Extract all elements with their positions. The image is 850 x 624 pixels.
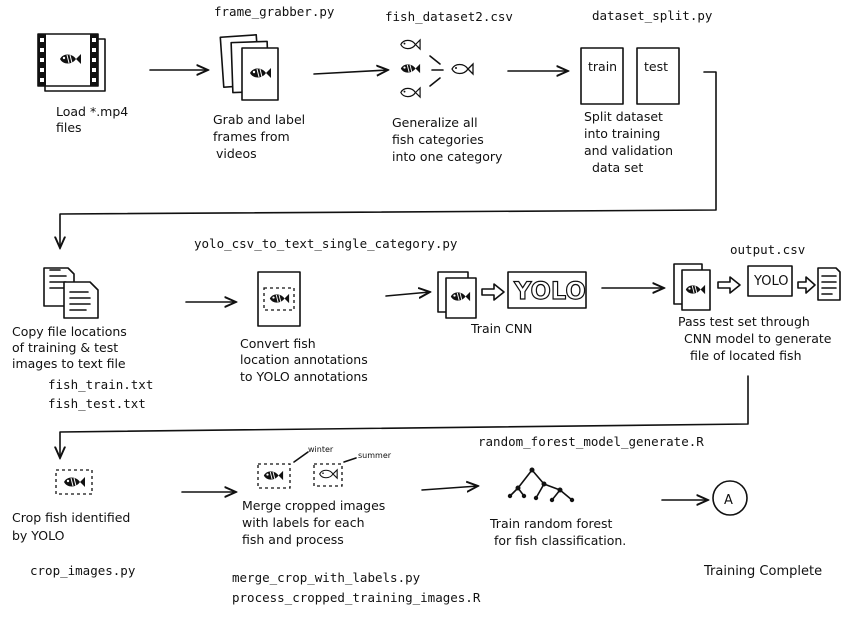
step3-line3: into one category — [392, 149, 503, 164]
svg-text:data set: data set — [592, 160, 643, 175]
step10-line2: with labels for each — [242, 515, 365, 530]
yolo-label-train: YOLO — [513, 277, 586, 305]
cropped-fish-icon — [55, 469, 93, 495]
yolo-label-test: YOLO — [753, 274, 788, 289]
yolo-csv-script: yolo_csv_to_text_single_category.py — [194, 236, 458, 251]
svg-text:into one category: into one category — [392, 149, 503, 164]
step5-line2: of training & test — [12, 340, 118, 355]
connector-a-label: A — [724, 493, 733, 508]
svg-text:with labels for each: with labels for each — [242, 515, 365, 530]
text-files-icon — [43, 267, 99, 319]
connector-row2-row3 — [60, 375, 749, 458]
step11-line2: for fish classification. — [494, 533, 626, 548]
step9-line2: by YOLO — [12, 528, 65, 543]
step2-line1: Grab and label — [213, 112, 305, 127]
step11-line1: Train random forest — [489, 516, 613, 531]
svg-text:Convert fish: Convert fish — [240, 336, 316, 351]
dataset-split-script: dataset_split.py — [592, 8, 713, 23]
svg-text:Load *.mp4: Load *.mp4 — [56, 104, 128, 119]
svg-text:Train CNN: Train CNN — [470, 321, 532, 336]
svg-text:Split dataset: Split dataset — [584, 109, 663, 124]
step10-line1: Merge cropped images — [242, 498, 385, 513]
annotation-icon — [257, 271, 301, 327]
svg-text:files: files — [56, 120, 82, 135]
step1-line1: Load *.mp4 — [56, 104, 128, 119]
test-box-label: test — [644, 59, 668, 74]
step9-line1: Crop fish identified — [12, 510, 130, 525]
svg-text:by YOLO: by YOLO — [12, 528, 65, 543]
merge-crop-script: merge_crop_with_labels.py — [232, 570, 421, 585]
svg-text:into training: into training — [584, 126, 660, 141]
svg-text:Train random forest: Train random forest — [489, 516, 613, 531]
training-complete-label: Training Complete — [703, 564, 822, 579]
arrow-10-11 — [421, 486, 478, 490]
step6-line3: to YOLO annotations — [240, 369, 368, 384]
fish-train-file: fish_train.txt — [48, 377, 153, 392]
svg-text:Copy file locations: Copy file locations — [12, 324, 127, 339]
summer-tag: summer — [358, 451, 392, 460]
train-box-label: train — [588, 59, 617, 74]
step4-line2: into training — [584, 126, 660, 141]
connector-row1-row2 — [60, 71, 717, 248]
step2-line3: videos — [216, 146, 257, 161]
step1-line2: files — [56, 120, 82, 135]
fish-dataset-csv: fish_dataset2.csv — [385, 9, 513, 24]
svg-text:frames from: frames from — [213, 129, 290, 144]
svg-text:for fish classification.: for fish classification. — [494, 533, 626, 548]
svg-text:Generalize all: Generalize all — [392, 115, 478, 130]
svg-text:and validation: and validation — [584, 143, 673, 158]
svg-text:Pass test set through: Pass test set through — [678, 314, 810, 329]
svg-text:CNN model to generate: CNN model to generate — [684, 331, 832, 346]
step2-line2: frames from — [213, 129, 290, 144]
svg-text:Merge cropped images: Merge cropped images — [242, 498, 385, 513]
step6-line1: Convert fish — [240, 336, 316, 351]
svg-text:location annotations: location annotations — [240, 352, 368, 367]
step3-line1: Generalize all — [392, 115, 478, 130]
svg-text:fish categories: fish categories — [392, 132, 484, 147]
svg-text:fish and process: fish and process — [242, 532, 344, 547]
fish-test-file: fish_test.txt — [48, 396, 146, 411]
step8-line3: file of located fish — [690, 348, 802, 363]
connector-circle-a — [712, 480, 748, 516]
video-files-icon — [37, 33, 106, 92]
arrow-6-7 — [385, 292, 430, 296]
fish-categories-icon — [400, 39, 474, 98]
step3-line2: fish categories — [392, 132, 484, 147]
step6-line2: location annotations — [240, 352, 368, 367]
svg-text:to YOLO annotations: to YOLO annotations — [240, 369, 368, 384]
pass-test-set-icon — [673, 263, 841, 311]
svg-text:images to text file: images to text file — [12, 356, 126, 371]
step8-line1: Pass test set through — [678, 314, 810, 329]
step4-line3: and validation — [584, 143, 673, 158]
decision-tree-icon — [507, 467, 575, 503]
svg-text:videos: videos — [216, 146, 257, 161]
output-csv: output.csv — [730, 242, 805, 257]
svg-text:Grab and label: Grab and label — [213, 112, 305, 127]
step5-line3: images to text file — [12, 356, 126, 371]
step4-line1: Split dataset — [584, 109, 663, 124]
svg-text:Crop fish identified: Crop fish identified — [12, 510, 130, 525]
frames-stack-icon — [219, 34, 279, 101]
step10-line3: fish and process — [242, 532, 344, 547]
frame-grabber-script: frame_grabber.py — [214, 4, 335, 19]
svg-text:of training & test: of training & test — [12, 340, 118, 355]
process-cropped-script: process_cropped_training_images.R — [232, 590, 481, 605]
train-cnn-icon — [437, 271, 587, 319]
step5-line1: Copy file locations — [12, 324, 127, 339]
crop-images-script: crop_images.py — [30, 563, 136, 578]
winter-tag: winter — [308, 445, 334, 454]
step4-line4: data set — [592, 160, 643, 175]
step8-line2: CNN model to generate — [684, 331, 832, 346]
labeled-crops-icon — [257, 451, 357, 489]
random-forest-script: random_forest_model_generate.R — [478, 434, 704, 449]
split-dataset-icon — [580, 47, 680, 105]
svg-text:file of located fish: file of located fish — [690, 348, 802, 363]
arrow-2-3 — [313, 70, 388, 74]
step7-line1: Train CNN — [470, 321, 532, 336]
